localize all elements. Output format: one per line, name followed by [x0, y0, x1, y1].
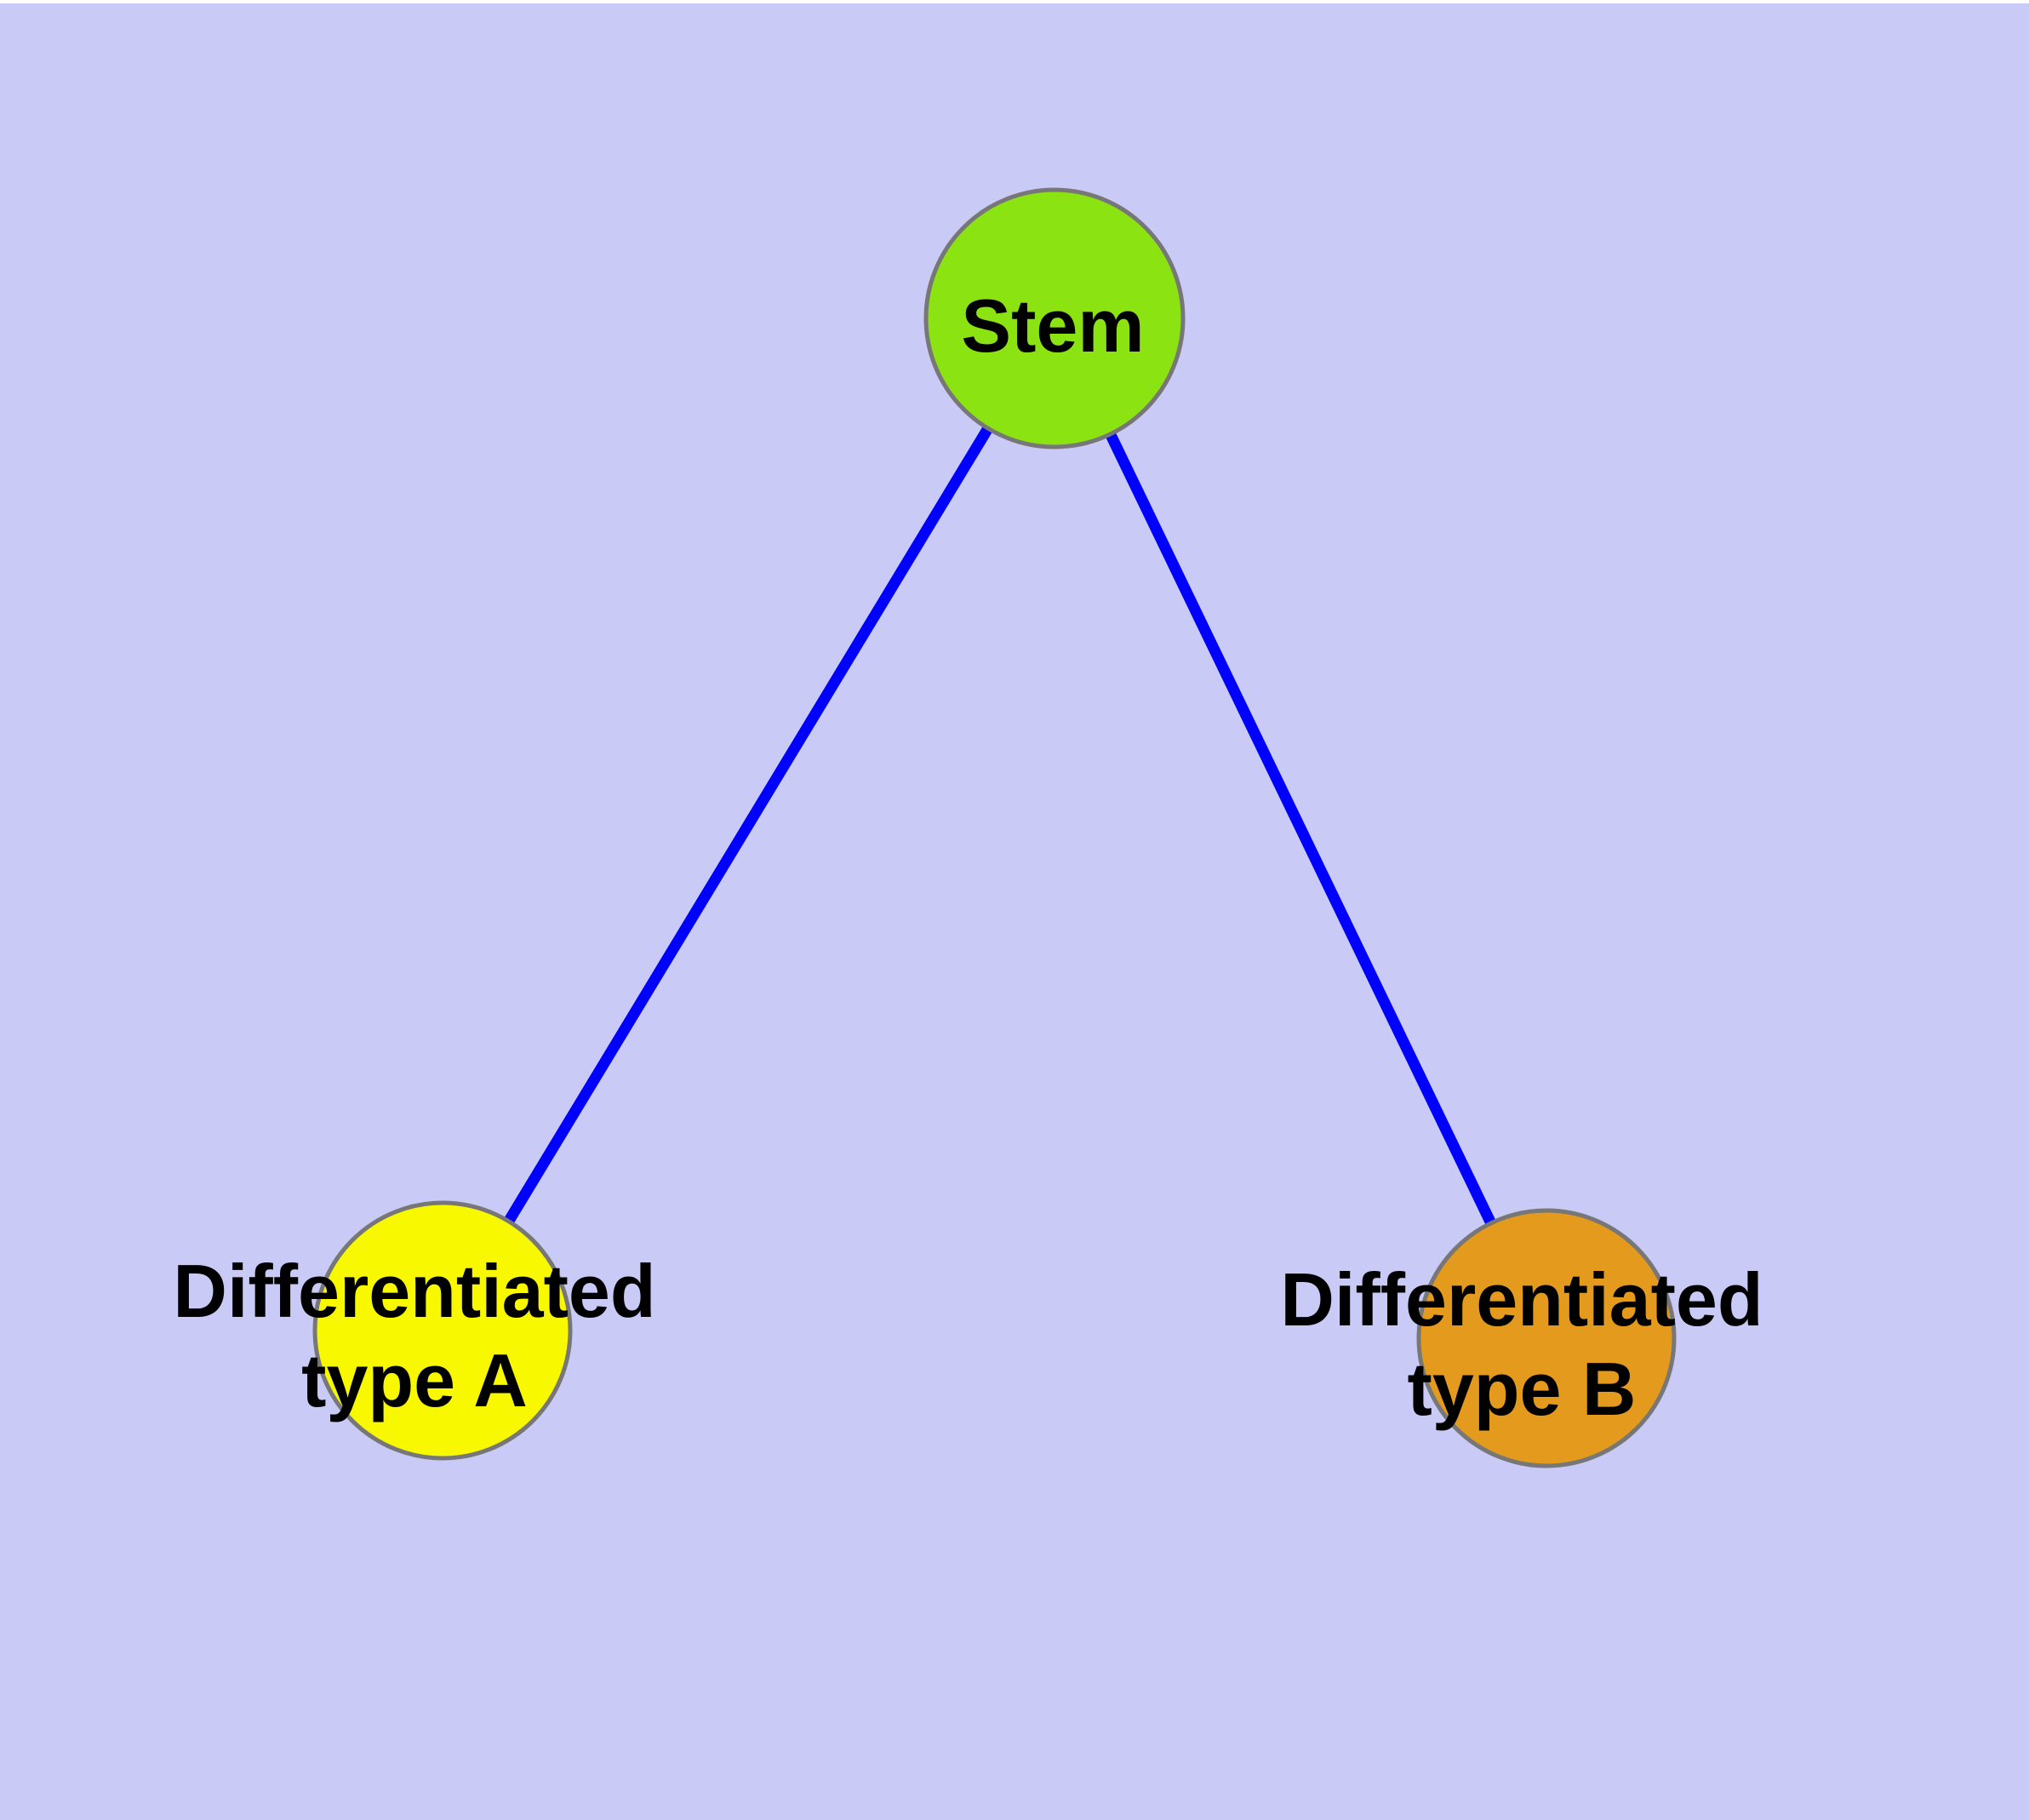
edge-stem-to-type-a	[437, 315, 1060, 1334]
edges	[437, 315, 1552, 1341]
node-type-b-label-line1: Differentiated	[1280, 1257, 1763, 1342]
node-stem-circle	[923, 187, 1186, 449]
node-type-a-circle	[312, 1200, 573, 1461]
node-type-a: Differentiated type A	[173, 1200, 656, 1461]
node-stem-label: Stem	[961, 283, 1144, 368]
node-stem: Stem	[923, 187, 1186, 449]
edge-stem-to-type-b	[1049, 316, 1552, 1341]
node-type-b: Differentiated type B	[1280, 1208, 1763, 1468]
node-type-b-label-line2: type B	[1408, 1347, 1637, 1431]
node-type-b-circle	[1416, 1208, 1677, 1468]
node-type-a-label-line2: type A	[301, 1338, 528, 1422]
top-strip	[0, 0, 2029, 3]
node-type-a-label-line1: Differentiated	[173, 1249, 655, 1333]
